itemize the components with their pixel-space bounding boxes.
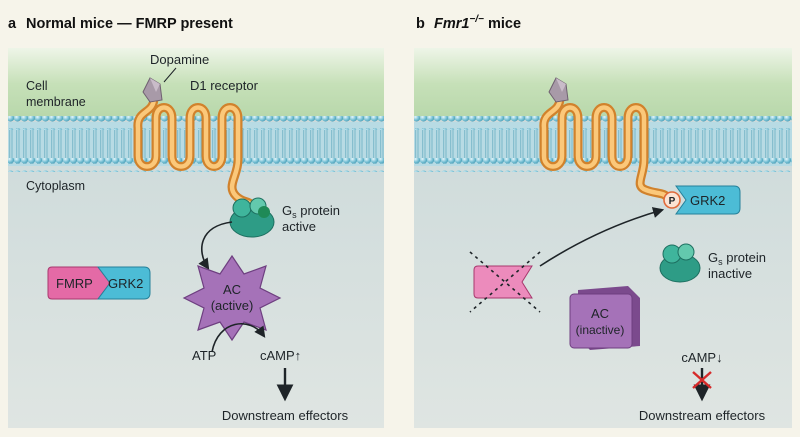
- dopamine-label: Dopamine: [150, 52, 209, 67]
- activation-arrow: [198, 221, 233, 270]
- ac-label-a: AC: [223, 282, 241, 297]
- camp-down-label: cAMP↓: [681, 350, 722, 365]
- dopamine-molecule-b: [548, 77, 569, 103]
- d1-receptor-label: D1 receptor: [190, 78, 259, 93]
- gs-protein-active: [229, 197, 275, 238]
- dopamine-molecule-a: [142, 77, 163, 103]
- absent-fmrp: [469, 251, 541, 313]
- panel-a-letter: a: [8, 16, 17, 32]
- grk2-release-arrow: [539, 207, 665, 267]
- downstream-label-b: Downstream effectors: [639, 408, 766, 423]
- phosphate-label: P: [669, 196, 676, 207]
- grk2-bound-b: [675, 185, 741, 215]
- panel-a-title: Normal mice — FMRP present: [26, 16, 233, 32]
- grk2-label-b: GRK2: [690, 193, 725, 208]
- cytoplasm-label: Cytoplasm: [26, 179, 85, 193]
- gs-protein-label-a: Gs protein: [282, 203, 340, 220]
- camp-up-label: cAMP↑: [260, 348, 301, 363]
- panel-b-title: Fmr1−/− mice: [434, 14, 521, 32]
- dopamine-pointer: [163, 67, 177, 83]
- d1-receptor-b: [539, 93, 673, 203]
- panel-b: b Fmr1−/− mice GRK2 P: [414, 14, 792, 428]
- cell-membrane-b: [414, 116, 792, 172]
- panel-b-letter: b: [416, 16, 425, 32]
- atp-to-camp-arrow: [211, 322, 266, 353]
- downstream-label-a: Downstream effectors: [222, 408, 349, 423]
- gs-state-label-b: inactive: [708, 266, 752, 281]
- phosphate-group: [663, 191, 681, 209]
- panel-a: a Normal mice — FMRP present Dopamine D1…: [8, 16, 384, 428]
- gs-protein-inactive: [659, 243, 701, 283]
- d1-receptor-a: [133, 93, 257, 213]
- gs-state-label-a: active: [282, 219, 316, 234]
- cell-membrane-label-line1: Cell: [26, 79, 48, 93]
- fmrp-grk2-complex: [47, 266, 151, 300]
- ac-state-label-b: (inactive): [576, 323, 625, 337]
- atp-label: ATP: [192, 348, 216, 363]
- ac-label-b: AC: [591, 306, 609, 321]
- fmrp-label: FMRP: [56, 276, 93, 291]
- cell-membrane-a: [8, 116, 384, 172]
- cell-membrane-label-line2: membrane: [26, 95, 86, 109]
- adenylyl-cyclase-active: [182, 254, 282, 342]
- adenylyl-cyclase-inactive: [569, 286, 640, 350]
- gs-protein-label-b: Gs protein: [708, 250, 766, 267]
- ac-state-label-a: (active): [211, 298, 254, 313]
- blocked-x-icon: [692, 371, 712, 389]
- grk2-label-a: GRK2: [108, 276, 143, 291]
